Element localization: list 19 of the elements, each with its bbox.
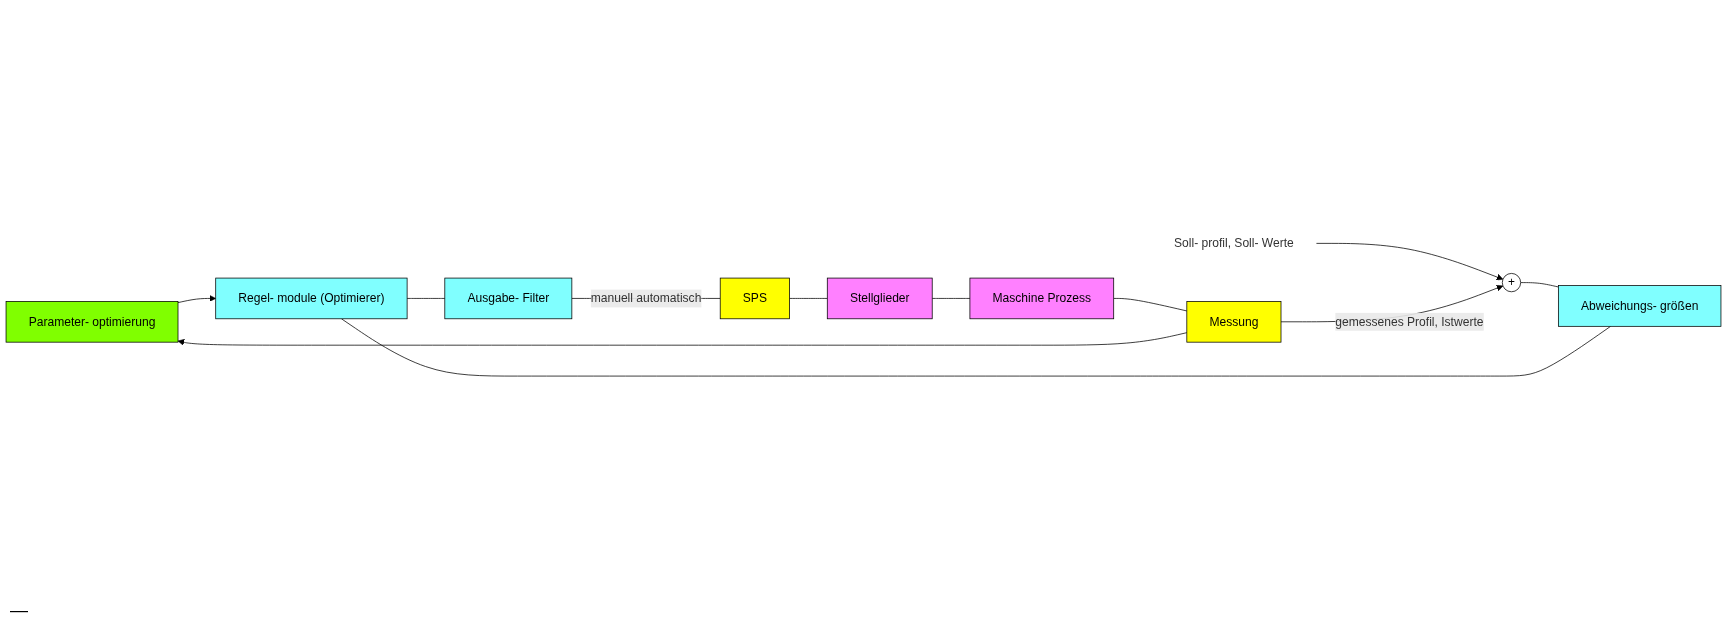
minus-sign: — bbox=[10, 600, 28, 620]
edge-label: manuell automatisch bbox=[590, 292, 702, 305]
connector bbox=[789, 298, 828, 300]
connector bbox=[341, 318, 1611, 377]
node-box: Parameter- optimierung bbox=[5, 301, 179, 343]
node-text: Soll- profil, Soll- Werte bbox=[1174, 237, 1294, 250]
node-box: SPS bbox=[719, 278, 790, 320]
node-circle: + bbox=[1501, 273, 1522, 293]
node-box: Regel- module (Optimierer) bbox=[215, 278, 408, 320]
connector bbox=[1520, 282, 1559, 288]
connector bbox=[406, 298, 446, 300]
node-box: Abweichungs- größen bbox=[1558, 285, 1722, 328]
node-box: Stellglieder bbox=[826, 278, 933, 320]
edge-label: gemessenes Profil, Istwerte bbox=[1335, 315, 1484, 329]
connector bbox=[931, 298, 971, 300]
node-box: Maschine Prozess bbox=[969, 278, 1115, 320]
node-box: Messung bbox=[1186, 301, 1282, 343]
connector bbox=[1113, 298, 1188, 312]
node-box: Ausgabe- Filter bbox=[444, 278, 573, 320]
